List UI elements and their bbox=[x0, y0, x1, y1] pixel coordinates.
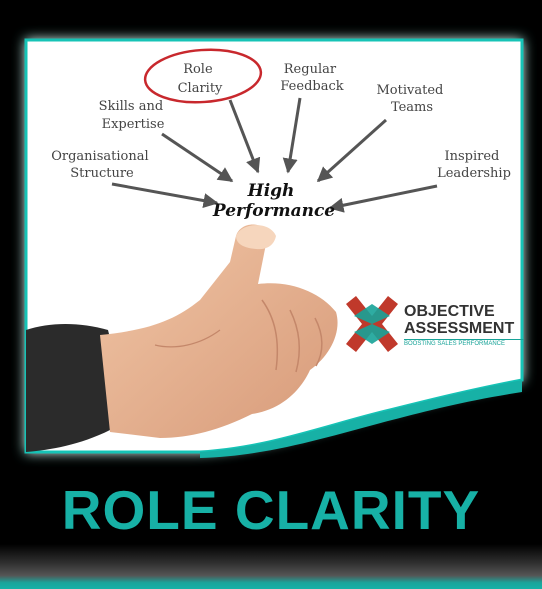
center-label: High Performance bbox=[212, 181, 335, 221]
logo-mark-icon bbox=[346, 296, 398, 352]
factor-organisational-structure: Organisational Structure bbox=[51, 149, 153, 181]
factor-motivated-teams: Motivated Teams bbox=[377, 83, 448, 115]
page-title: ROLE CLARITY bbox=[61, 479, 481, 541]
teal-swoosh bbox=[200, 380, 522, 458]
logo: OBJECTIVE ASSESSMENT BOOSTING SALES PERF… bbox=[404, 303, 524, 347]
bottom-band bbox=[0, 544, 542, 589]
factor-inspired-leadership: Inspired Leadership bbox=[437, 149, 511, 181]
pointing-hand bbox=[100, 224, 338, 438]
logo-line2: ASSESSMENT bbox=[404, 320, 515, 337]
factor-role-clarity: Role Clarity bbox=[178, 62, 223, 96]
factor-regular-feedback: Regular Feedback bbox=[280, 62, 343, 94]
factor-skills-expertise: Skills and Expertise bbox=[99, 99, 168, 132]
logo-line1: OBJECTIVE bbox=[404, 303, 495, 320]
highlight-circle bbox=[143, 48, 263, 104]
logo-tagline: BOOSTING SALES PERFORMANCE bbox=[404, 339, 524, 347]
arrows bbox=[111, 97, 438, 213]
sleeve bbox=[26, 324, 118, 452]
